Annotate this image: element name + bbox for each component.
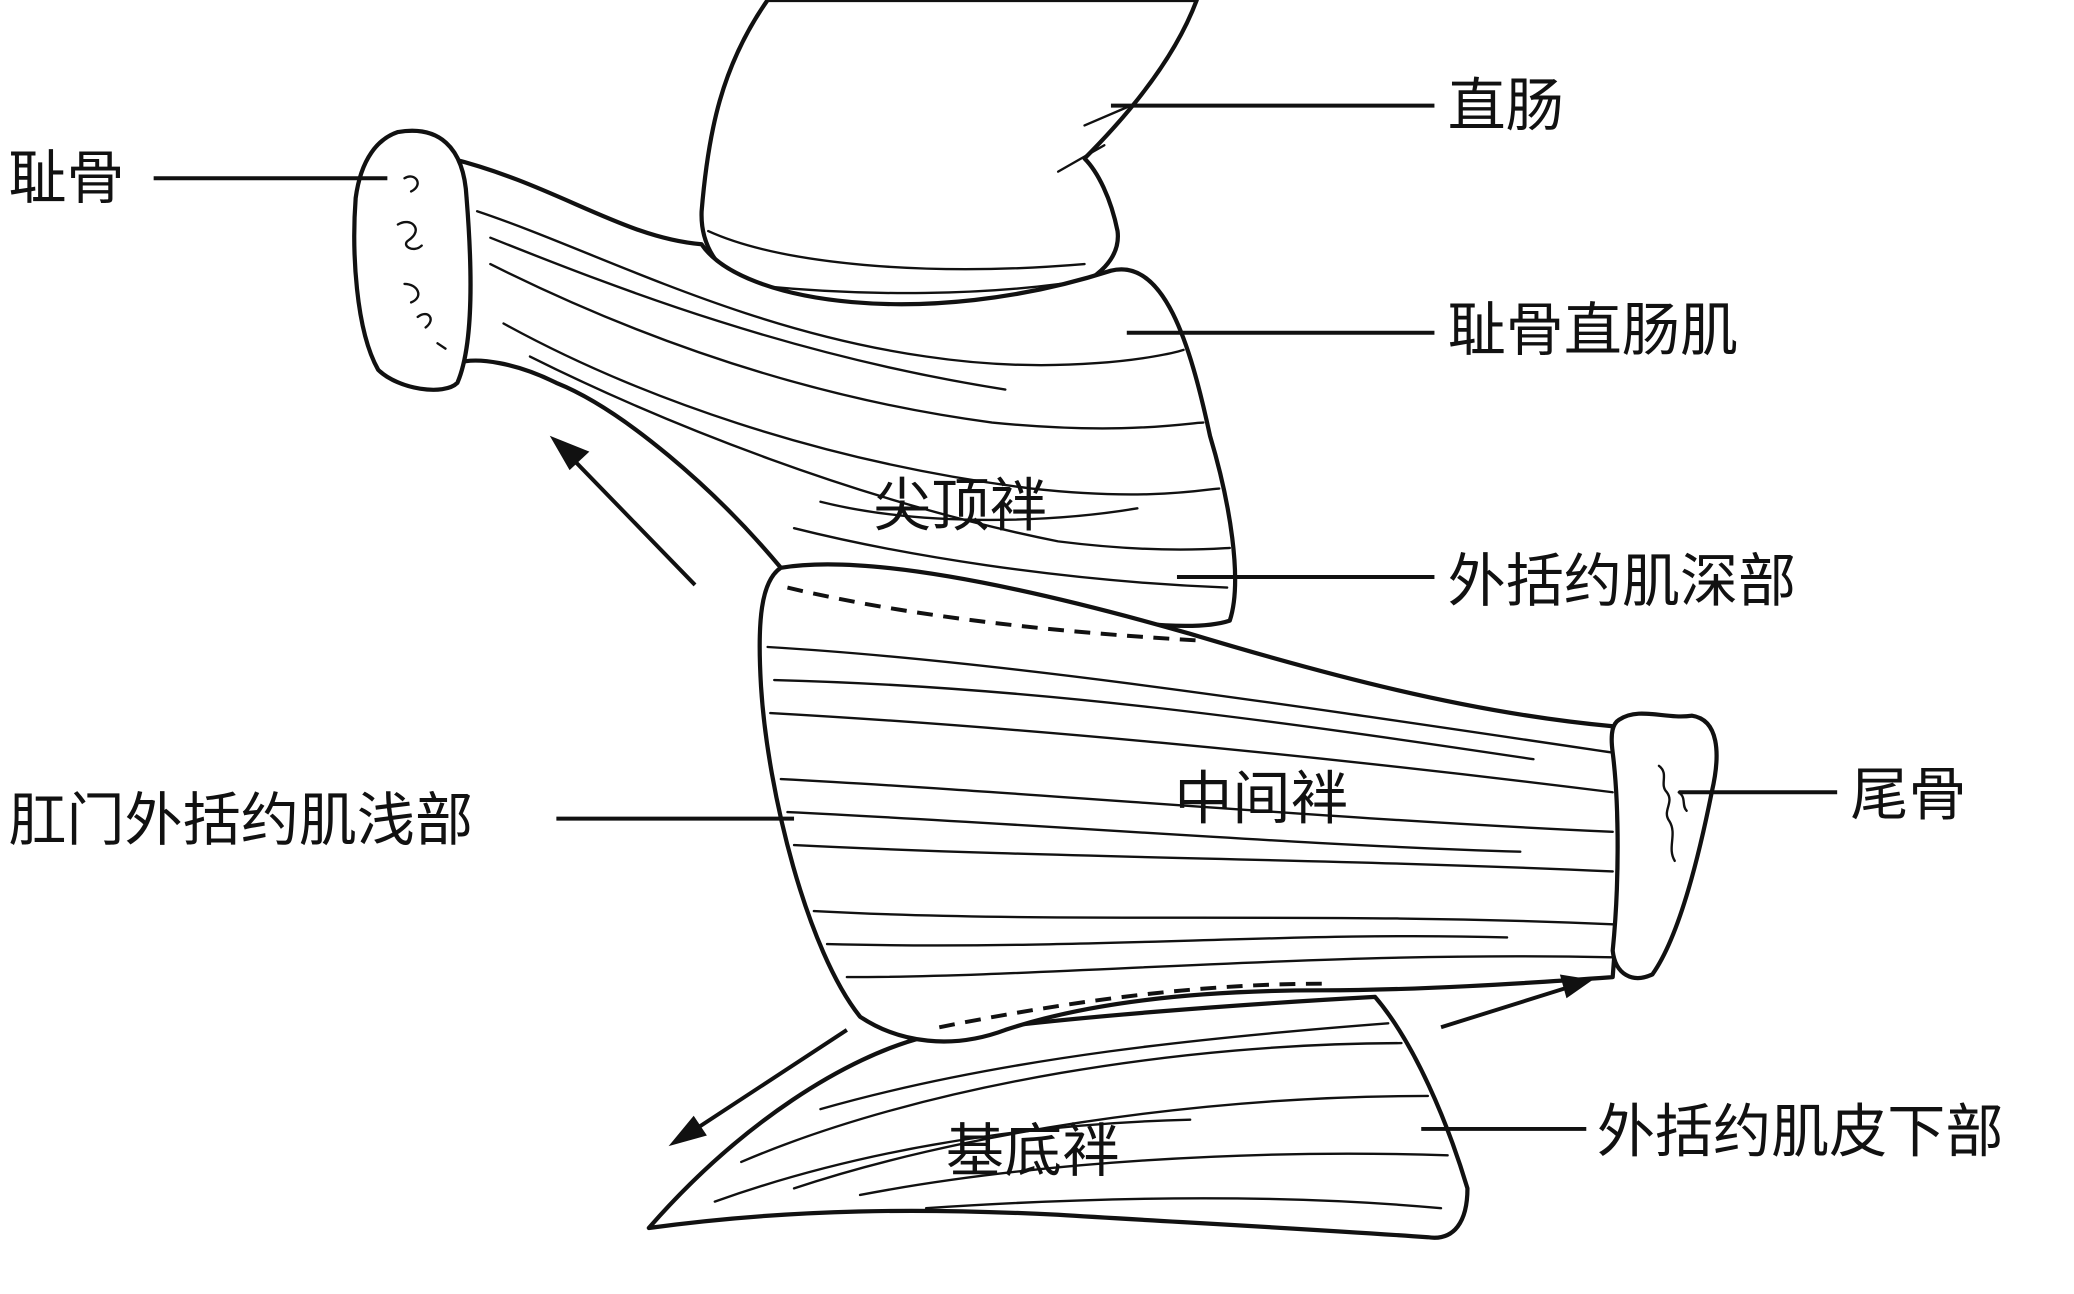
label-puborectalis: 耻骨直肠肌	[1448, 296, 1738, 364]
subcutaneous-sphincter-shape	[646, 994, 1470, 1240]
label-superficial-external-sphincter: 肛门外括约肌浅部	[8, 786, 473, 854]
label-pubis: 耻骨	[8, 144, 124, 212]
coccyx-shape	[1609, 711, 1719, 981]
label-intermediate-loop: 中间袢	[1174, 765, 1348, 833]
label-subcutaneous-external-sphincter: 外括约肌皮下部	[1597, 1097, 2004, 1165]
arrow-up-right-icon	[1440, 974, 1593, 1030]
superficial-sphincter-shape	[757, 562, 1620, 1044]
arrow-down-left-icon	[668, 1028, 848, 1147]
arrow-up-left-icon	[549, 435, 697, 587]
puborectalis-shape	[448, 156, 1238, 628]
rectum-shape	[699, 0, 1199, 320]
pubis-shape	[352, 128, 473, 392]
label-deep-external-sphincter: 外括约肌深部	[1448, 547, 1796, 615]
label-rectum: 直肠	[1448, 71, 1564, 139]
label-basal-loop: 基底袢	[946, 1117, 1120, 1185]
label-apical-loop: 尖顶袢	[873, 472, 1047, 540]
label-coccyx: 尾骨	[1850, 761, 1966, 829]
